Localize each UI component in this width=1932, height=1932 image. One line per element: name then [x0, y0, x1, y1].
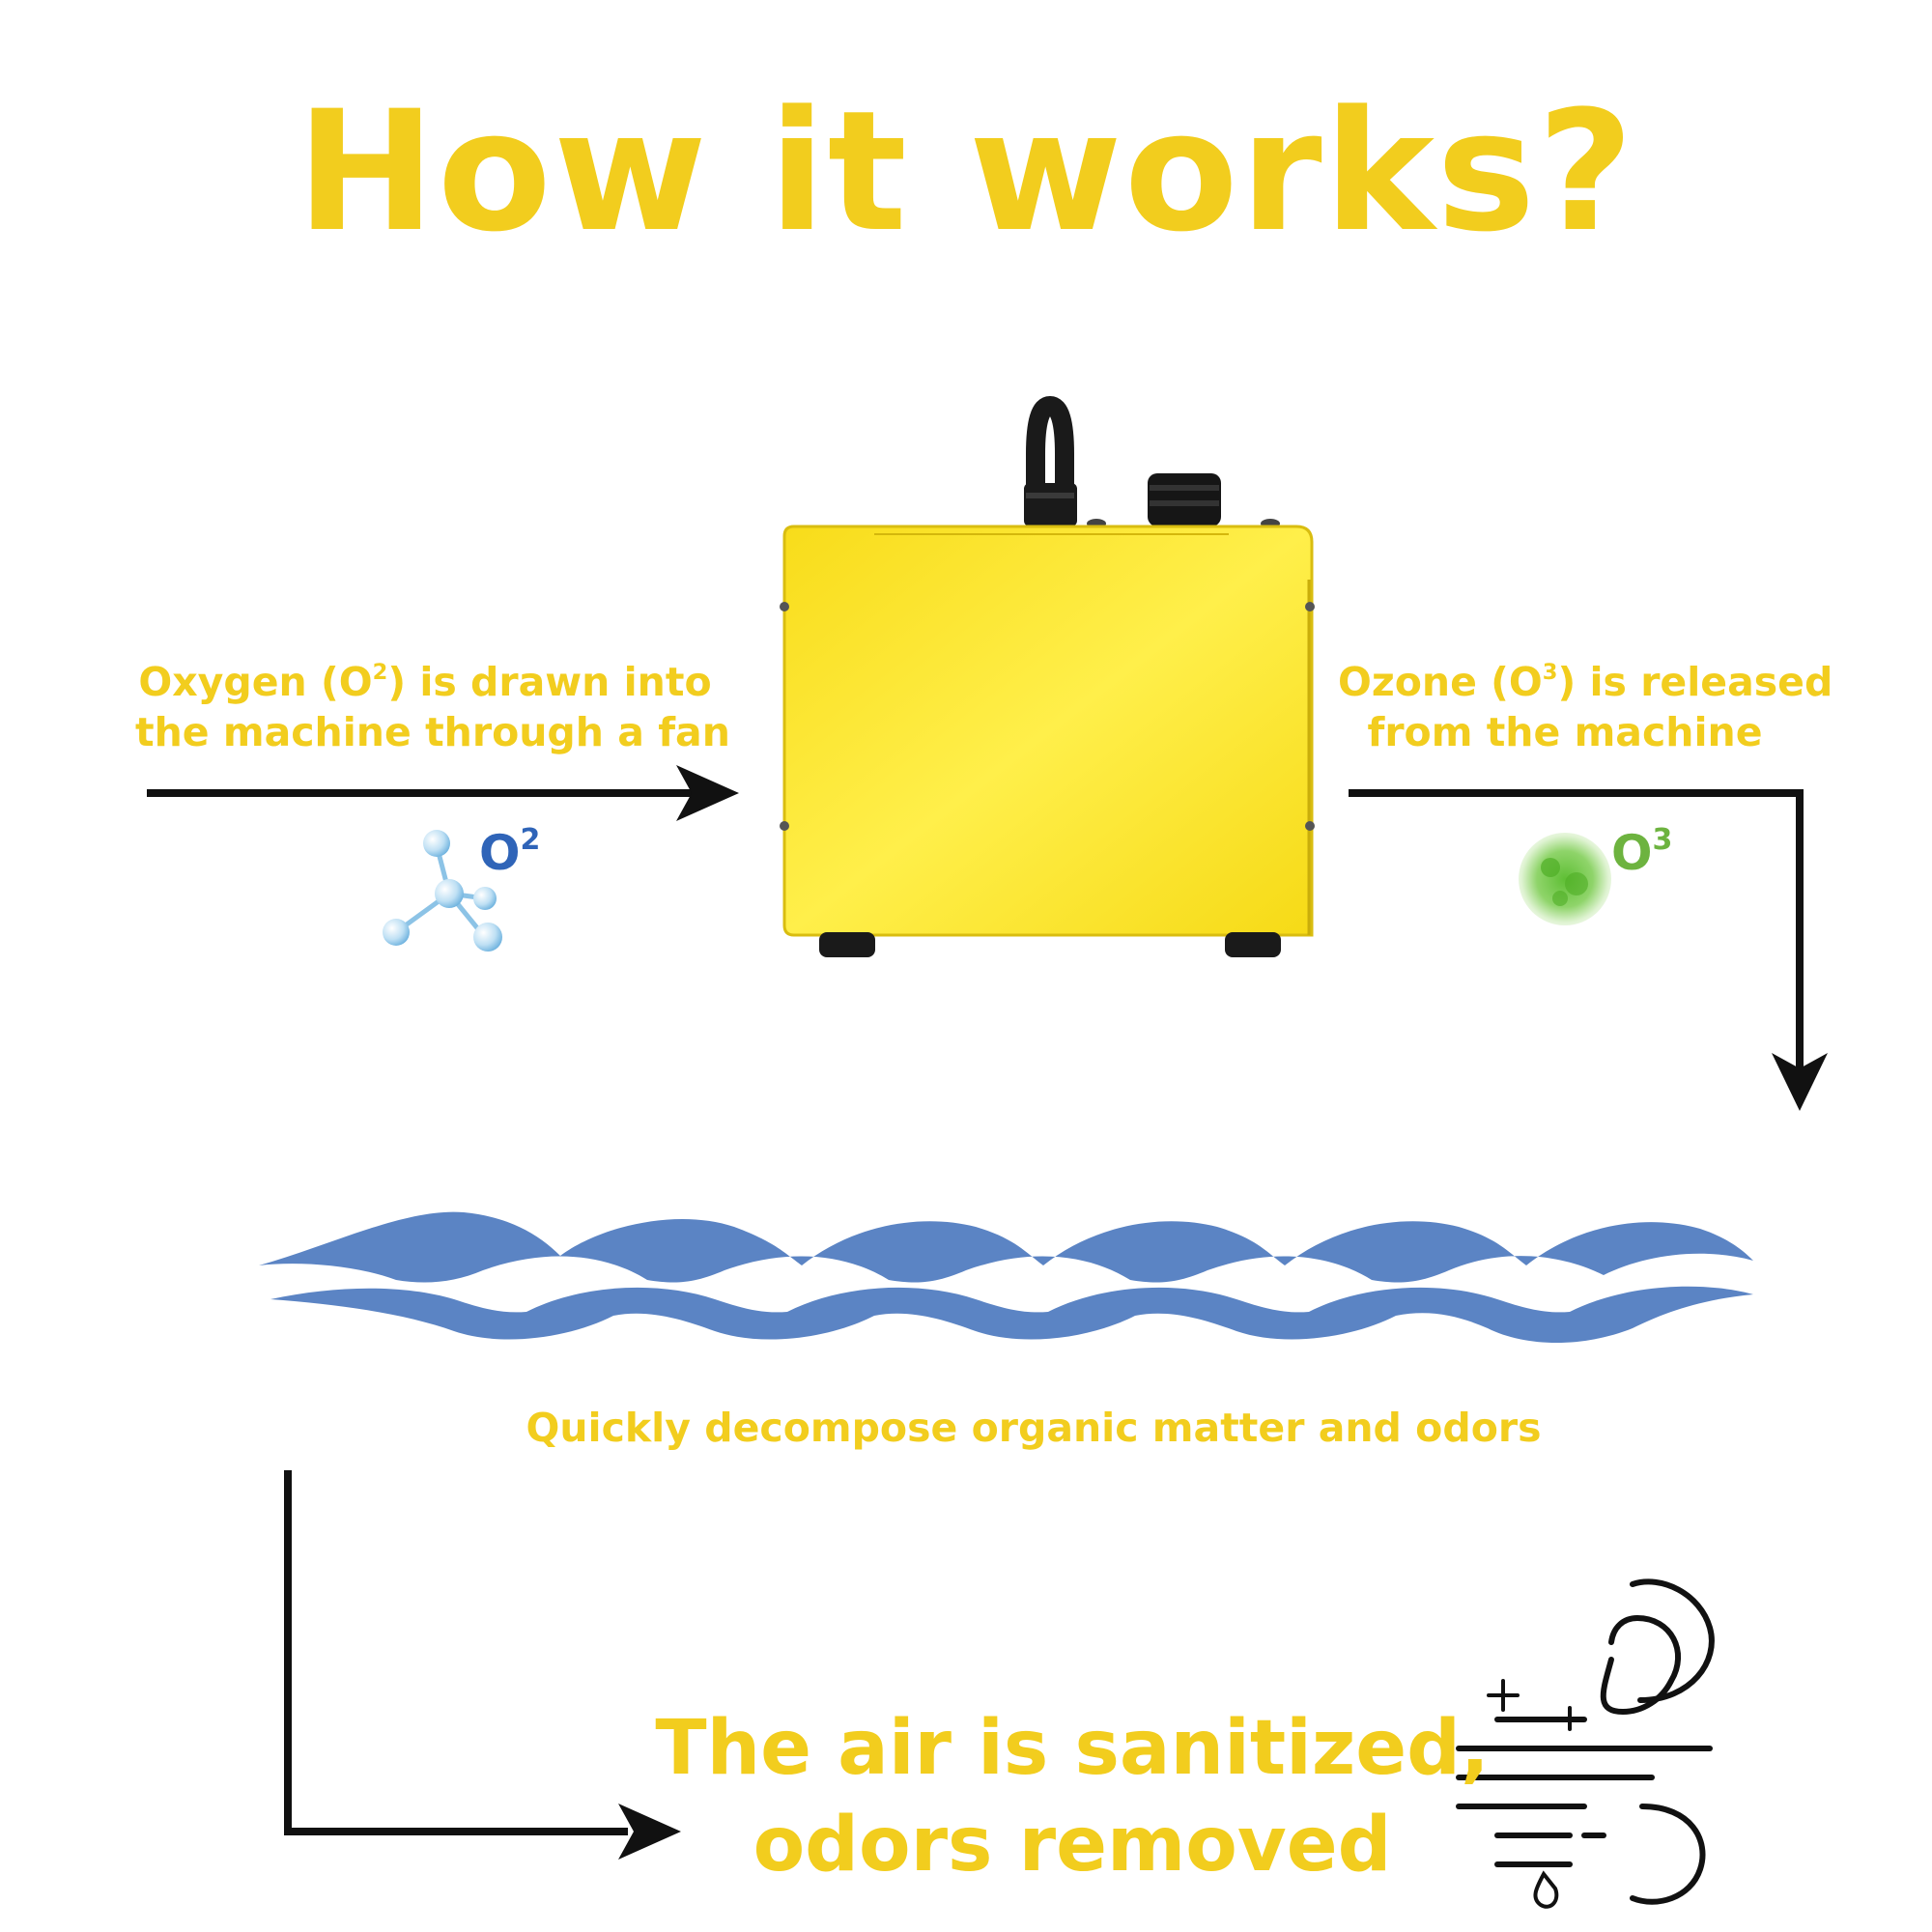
result-caption-line1: The air is sanitized,	[655, 1705, 1490, 1792]
oxygen-label: O2	[479, 823, 541, 881]
result-caption: The air is sanitized, odors removed	[638, 1700, 1507, 1893]
release-caption: Ozone (O3) is released from the machine	[1338, 657, 1833, 757]
fresh-air-wind-icon	[1456, 1578, 1715, 1909]
oxygen-molecule-icon	[383, 830, 502, 952]
result-arrow	[284, 1470, 681, 1860]
intake-caption-line1: Oxygen (O2) is drawn into	[138, 659, 712, 705]
result-caption-line2: odors removed	[753, 1802, 1392, 1889]
release-caption-line1: Ozone (O3) is released	[1338, 659, 1833, 705]
ozone-label: O3	[1611, 823, 1673, 881]
ozone-bubble-icon	[1519, 833, 1611, 925]
decompose-caption: Quickly decompose organic matter and odo…	[526, 1405, 1542, 1451]
ozone-generator-machine	[780, 395, 1315, 957]
release-arrow	[1349, 789, 1828, 1111]
intake-caption-line2: the machine through a fan	[135, 709, 730, 755]
page-title: How it works?	[296, 74, 1636, 269]
airflow-waves	[259, 1211, 1753, 1343]
release-caption-line2: from the machine	[1367, 709, 1763, 755]
intake-arrow	[147, 765, 739, 821]
intake-caption: Oxygen (O2) is drawn into the machine th…	[135, 657, 730, 757]
